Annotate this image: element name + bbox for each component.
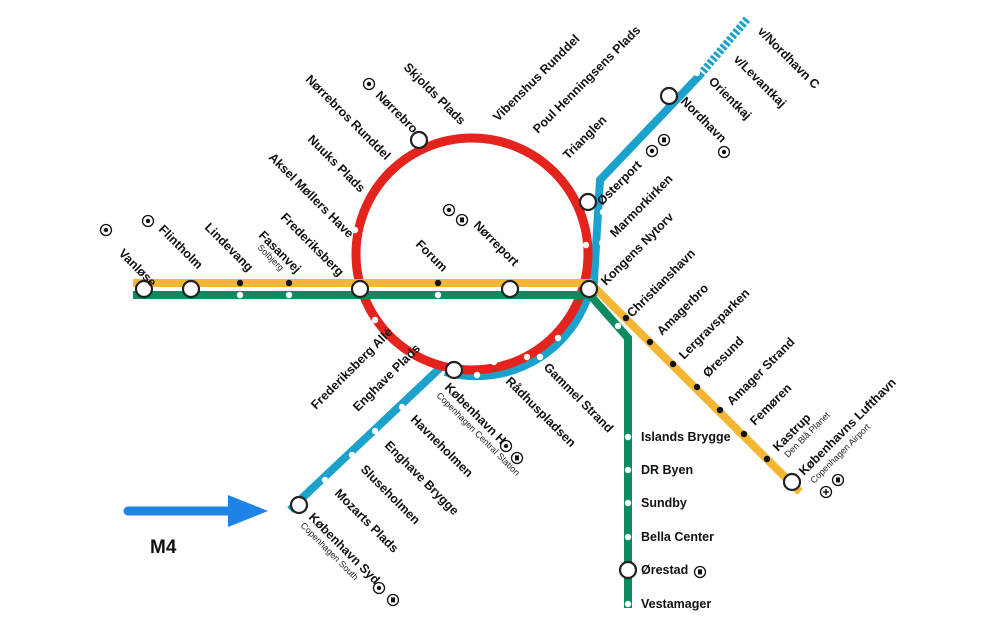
station-vestamager: Vestamager: [641, 597, 711, 611]
train-icon: [831, 473, 845, 487]
station-trianglen: Trianglen: [560, 113, 609, 162]
interchanges: [134, 86, 802, 580]
station-dr-byen: DR Byen: [641, 463, 693, 477]
train-icon: [386, 593, 400, 607]
m4-label: M4: [150, 537, 177, 558]
s-train-icon: [99, 223, 113, 237]
train-icon: [510, 451, 524, 465]
station-norreport: Nørreport: [471, 218, 522, 269]
station-islands-brygge: Islands Brygge: [641, 430, 731, 444]
station-bella-center: Bella Center: [641, 530, 714, 544]
s-train-icon: [141, 214, 155, 228]
s-train-icon: [645, 144, 659, 158]
s-train-icon: [499, 439, 513, 453]
station-poul: Poul Henningsens Plads: [530, 23, 643, 136]
s-train-icon: [372, 581, 386, 595]
train-icon: [693, 565, 707, 579]
s-train-icon: [717, 145, 731, 159]
station-sundby: Sundby: [641, 496, 687, 510]
m4-arrow: [123, 495, 268, 527]
station-orestad: Ørestad: [641, 563, 688, 577]
station-orientkaj: Orientkaj: [706, 74, 754, 122]
station-femoren: Femøren: [747, 381, 794, 428]
station-frederiksberg-alle: Frederiksberg Allé: [308, 325, 395, 412]
small-stops: [236, 69, 701, 608]
line-m4-cyan-future: [696, 15, 752, 78]
station-norrebro: Nørrebro: [373, 88, 421, 136]
station-lindevang: Lindevang: [202, 220, 256, 274]
train-icon: [657, 133, 671, 147]
s-train-icon: [362, 77, 376, 91]
line-m3-cyan-arc: [443, 294, 592, 381]
station-nuuks: Nuuks Plads: [305, 132, 368, 195]
transfer-icons: [99, 77, 845, 607]
train-icon: [455, 213, 469, 227]
small-stops-dark: [236, 279, 771, 463]
station-vibenshus: Vibenshus Runddel: [490, 32, 582, 124]
station-kobenhavn-h-sub: Copenhagen Central Station: [435, 390, 522, 477]
airplane-icon: [819, 485, 833, 499]
line-m3-red-ring: [351, 133, 593, 375]
line-m4-cyan-north: [589, 72, 703, 297]
s-train-icon: [442, 203, 456, 217]
station-flintholm: Flintholm: [156, 222, 206, 272]
station-forum: Forum: [413, 237, 450, 274]
station-nordhavn: Nordhavn: [678, 94, 729, 145]
